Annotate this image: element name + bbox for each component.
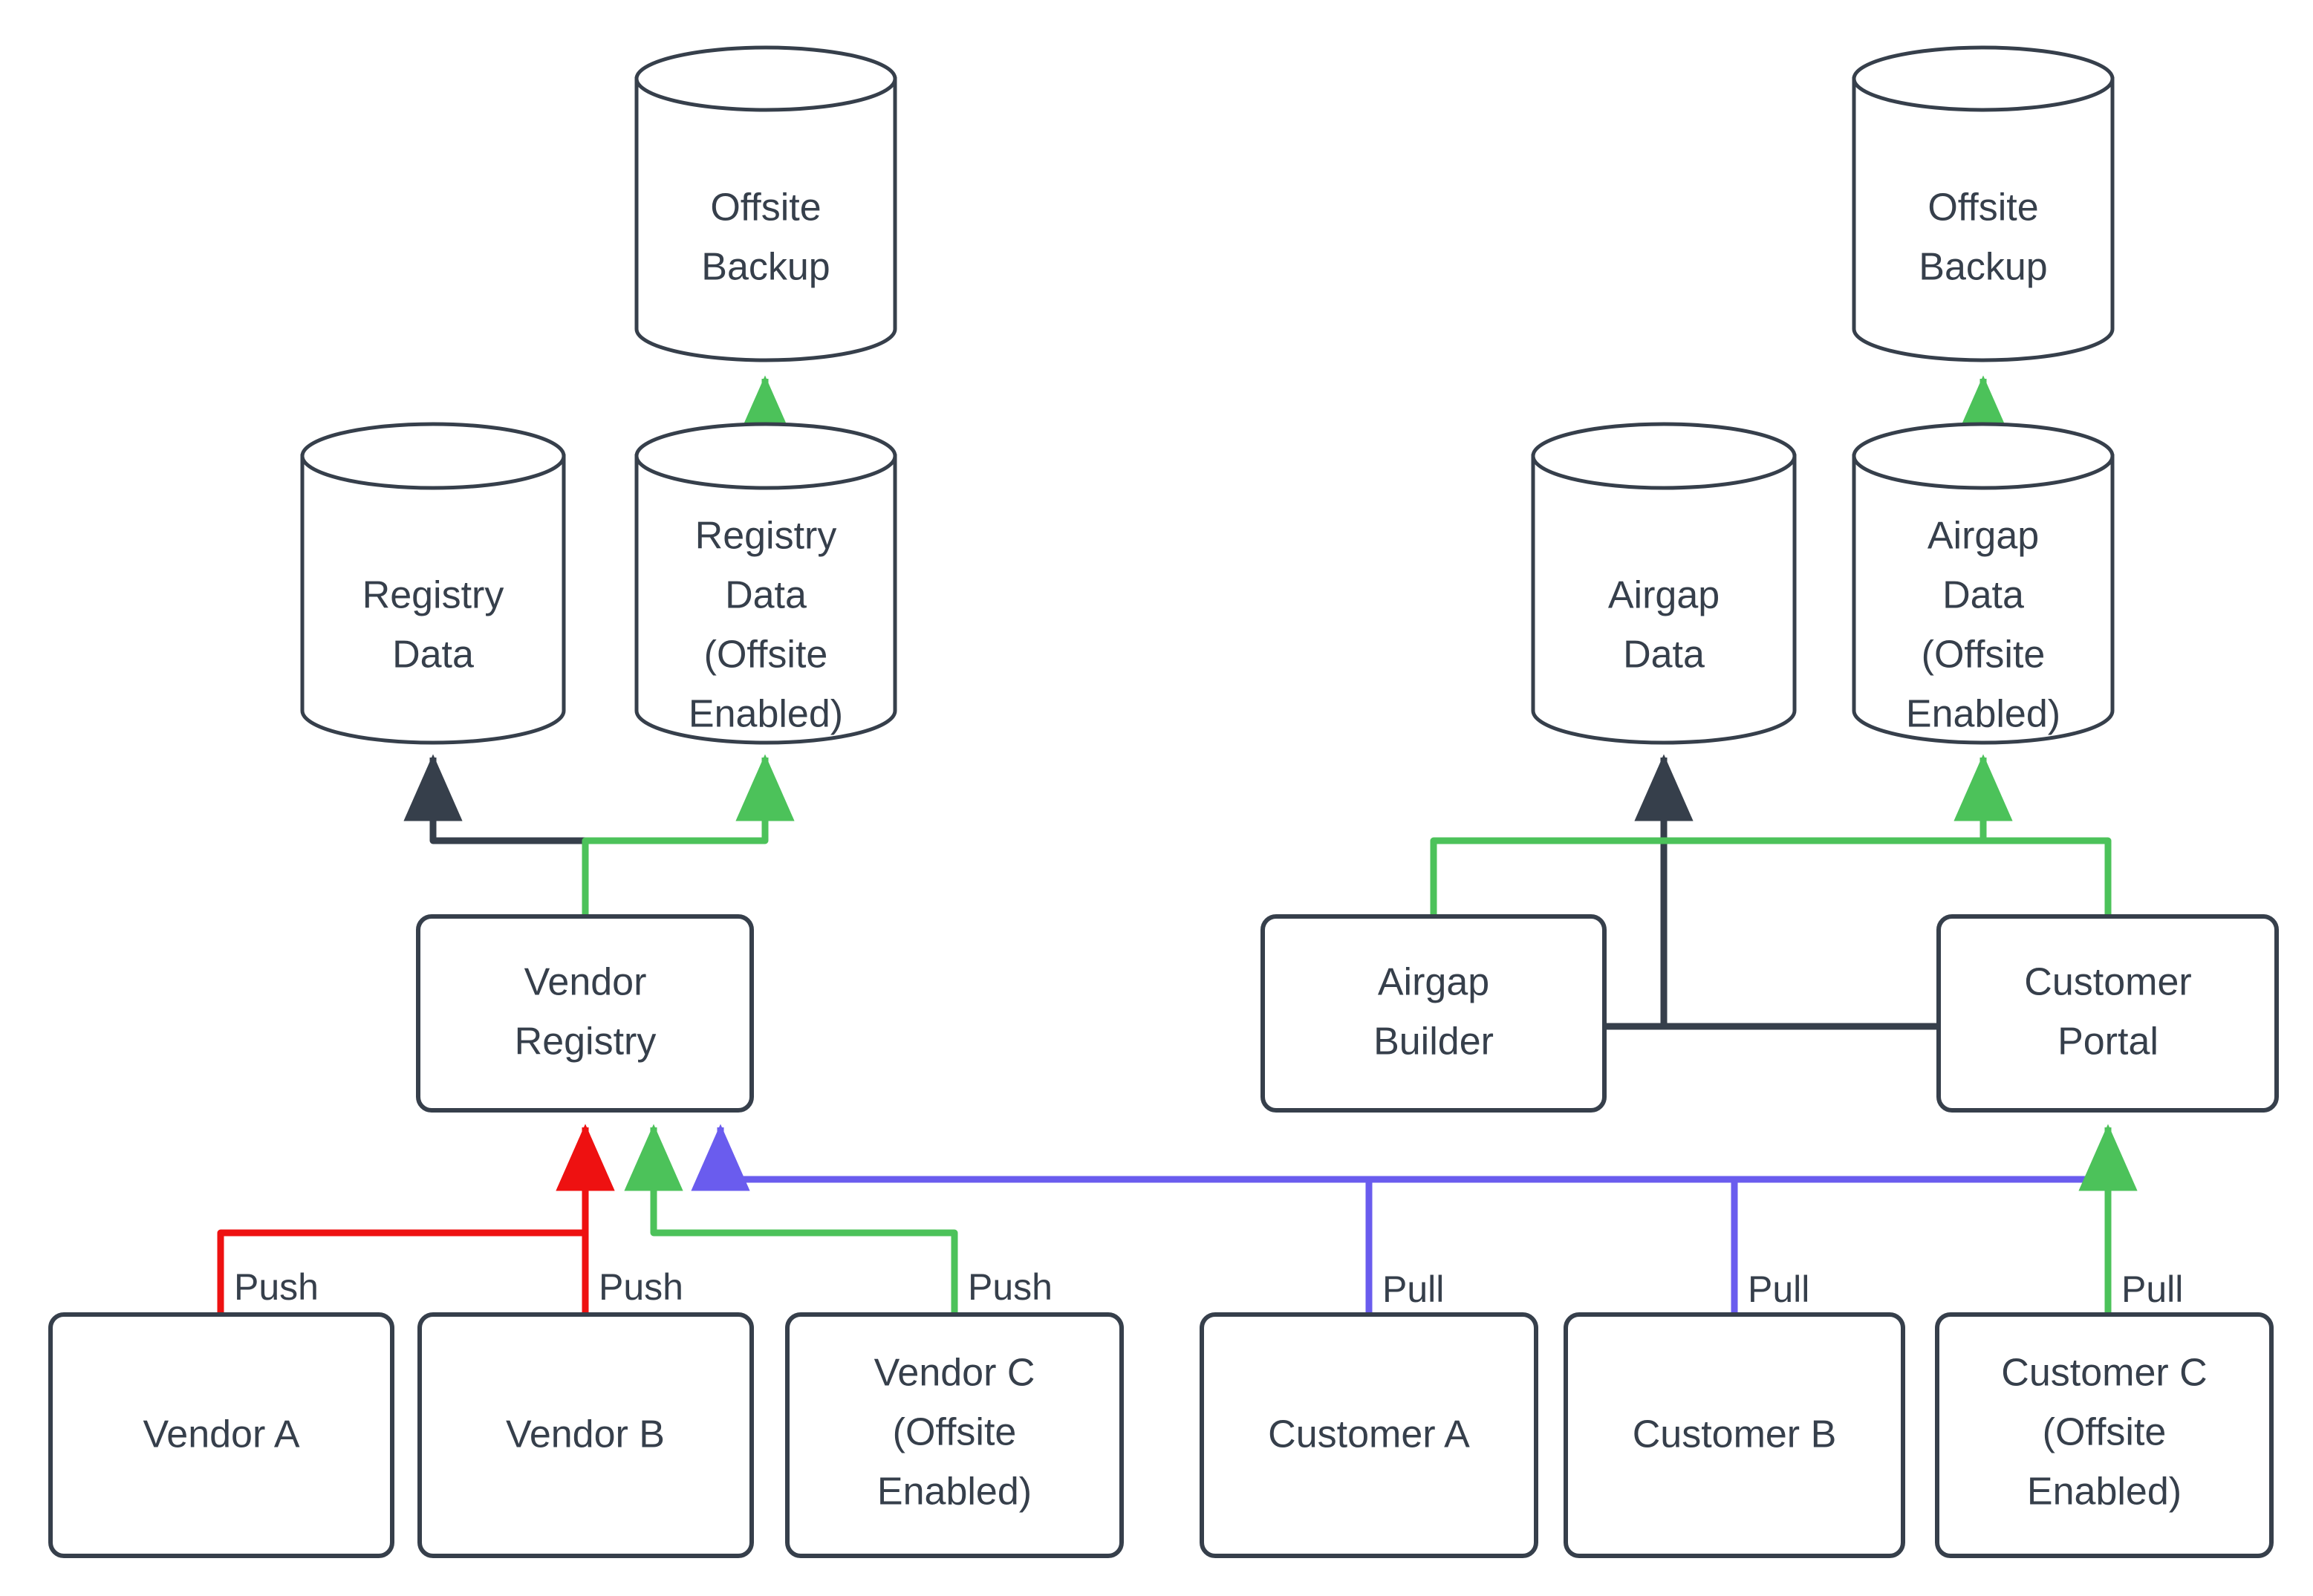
node-label: Vendor C — [874, 1352, 1035, 1395]
node-airgap-data-offsite[interactable]: Airgap Data (Offsite Enabled) — [1852, 422, 2115, 745]
node-label: Offsite — [1928, 186, 2038, 229]
node-label: Builder — [1373, 1020, 1494, 1064]
edge-label-push-vendor-c: Push — [968, 1266, 1053, 1308]
node-label: Portal — [2057, 1020, 2159, 1064]
node-label: Registry — [515, 1020, 657, 1064]
node-label: Data — [725, 574, 807, 617]
node-label: Data — [392, 633, 474, 677]
node-label: (Offsite — [893, 1411, 1017, 1454]
edge-label-pull-customer-c: Pull — [2121, 1268, 2183, 1310]
node-registry-data-offsite[interactable]: Registry Data (Offsite Enabled) — [634, 422, 897, 745]
node-offsite-backup-left[interactable]: Offsite Backup — [634, 45, 897, 362]
node-customer-c[interactable]: Customer C (Offsite Enabled) — [1935, 1312, 2274, 1558]
node-vendor-c[interactable]: Vendor C (Offsite Enabled) — [785, 1312, 1124, 1558]
node-label: Vendor — [524, 961, 647, 1004]
node-label: Airgap — [1928, 515, 2039, 558]
node-vendor-a[interactable]: Vendor A — [48, 1312, 394, 1558]
edge-customer-portal-to-airgap-data — [1634, 754, 1939, 1030]
node-label: Customer B — [1633, 1413, 1837, 1456]
node-airgap-data[interactable]: Airgap Data — [1531, 422, 1797, 745]
node-label: Customer A — [1268, 1413, 1470, 1456]
node-label: Registry — [362, 574, 504, 617]
node-offsite-backup-right[interactable]: Offsite Backup — [1852, 45, 2115, 362]
node-label: Enabled) — [1906, 693, 2060, 736]
edge-layer — [217, 375, 2138, 1315]
node-label: Enabled) — [2027, 1470, 2182, 1514]
node-label: Offsite — [710, 186, 821, 229]
node-customer-b[interactable]: Customer B — [1564, 1312, 1905, 1558]
node-label: (Offsite — [2043, 1411, 2167, 1454]
node-airgap-builder[interactable]: Airgap Builder — [1260, 914, 1607, 1113]
edge-label-push-vendor-b: Push — [599, 1266, 683, 1308]
edge-label-push-vendor-a: Push — [234, 1266, 319, 1308]
node-label: Data — [1942, 574, 2024, 617]
edge-customer-b-pull — [720, 1176, 1738, 1315]
node-label: Airgap — [1608, 574, 1720, 617]
node-label: (Offsite — [1922, 633, 2046, 677]
edge-label-pull-customer-a: Pull — [1382, 1268, 1444, 1310]
node-label: Backup — [1919, 246, 2047, 289]
node-label: Customer — [2024, 961, 2191, 1004]
node-vendor-registry[interactable]: Vendor Registry — [416, 914, 754, 1113]
node-label: Backup — [701, 246, 830, 289]
node-label: Vendor B — [506, 1413, 665, 1456]
edge-label-pull-customer-b: Pull — [1748, 1268, 1809, 1310]
edge-vendor-registry-to-registry-data-offsite — [582, 754, 795, 916]
edge-airgap-builder-to-airgap-data-offsite — [1430, 754, 2013, 916]
edge-vendor-c-push — [624, 1124, 958, 1315]
node-label: Data — [1623, 633, 1705, 677]
edge-customer-portal-to-airgap-data-offsite — [1983, 837, 2112, 916]
node-customer-portal[interactable]: Customer Portal — [1936, 914, 2279, 1113]
node-label: Customer C — [2001, 1352, 2207, 1395]
node-label: (Offsite — [704, 633, 828, 677]
node-label: Enabled) — [689, 693, 843, 736]
edge-label-layer: Push Push Push Pull Pull Pull — [234, 1266, 2183, 1310]
node-vendor-b[interactable]: Vendor B — [417, 1312, 754, 1558]
node-registry-data[interactable]: Registry Data — [300, 422, 566, 745]
node-label: Airgap — [1378, 961, 1489, 1004]
node-label: Enabled) — [877, 1470, 1032, 1514]
node-label: Vendor A — [143, 1413, 299, 1456]
edge-vendor-registry-to-registry-data — [403, 754, 589, 916]
node-customer-a[interactable]: Customer A — [1200, 1312, 1538, 1558]
node-label: Registry — [695, 515, 837, 558]
